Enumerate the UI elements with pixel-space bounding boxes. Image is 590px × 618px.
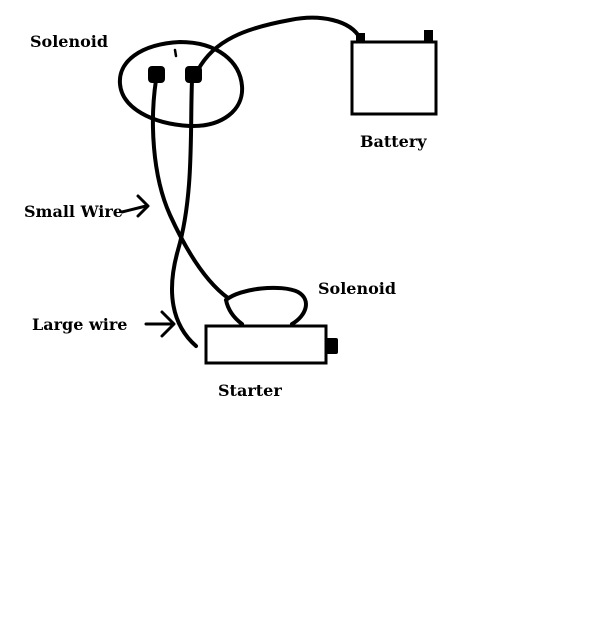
label-large-wire: Large wire	[32, 315, 127, 334]
starter-body	[204, 324, 328, 365]
small-wire-arrow	[120, 194, 150, 218]
top-solenoid-body	[117, 40, 245, 129]
battery-body	[350, 40, 438, 116]
label-solenoid-starter: Solenoid	[318, 279, 396, 298]
small-wire-arrow-shaft	[120, 204, 148, 214]
battery-cable	[196, 15, 362, 72]
battery	[350, 30, 438, 116]
solenoid-tick-mark	[173, 48, 178, 58]
large-wire-arrow	[144, 310, 176, 338]
label-starter: Starter	[218, 381, 282, 400]
starter	[204, 324, 338, 365]
starter-terminal	[326, 338, 338, 354]
solenoid-terminal-left	[148, 66, 165, 83]
large-wire-arrow-head	[160, 310, 176, 338]
label-battery: Battery	[360, 132, 427, 151]
label-solenoid-top: Solenoid	[30, 32, 108, 51]
small-wire	[150, 78, 230, 300]
battery-terminal-right	[424, 30, 433, 43]
top-solenoid	[117, 40, 245, 129]
starter-solenoid-loop	[224, 285, 308, 326]
small-wire-arrow-head	[136, 194, 150, 218]
label-small-wire: Small Wire	[24, 202, 123, 221]
large-wire	[170, 78, 198, 348]
